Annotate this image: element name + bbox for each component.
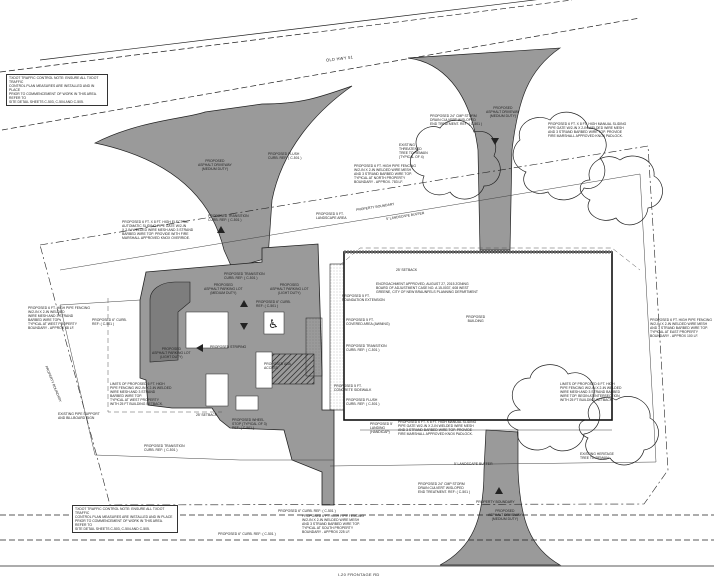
callout-parking-lot-a: PROPOSED ASPHALT PARKING LOT (MEDIUM DUT… bbox=[204, 283, 243, 295]
callout-gate-south: PROPOSED 6 FT. X 8 FT. HIGH MANUAL SLIDI… bbox=[398, 420, 477, 436]
fence-line bbox=[59, 173, 657, 467]
existing-trees bbox=[410, 111, 663, 466]
callout-transition-curb-c: PROPOSED TRANSITION CURB. REF: ( C-501 ) bbox=[346, 344, 387, 352]
driveway-north-left bbox=[93, 85, 353, 269]
callout-electric-gate: PROPOSED 6 FT. X 8 FT. HIGH ELECTRIC AUT… bbox=[122, 220, 194, 240]
label-landscape-buffer-bottom: 5' LANDSCAPE BUFFER bbox=[454, 462, 493, 466]
callout-driveway-right: PROPOSED ASPHALT DRIVEWAY (MEDIUM DUTY) bbox=[486, 106, 520, 118]
south-road-label: I-20 FRONTAGE RD bbox=[338, 572, 380, 577]
callout-fence-south: PROPOSED 6 FT. HIGH PIPE FENCING W/2-IN … bbox=[302, 514, 364, 534]
callout-transition-curb-d: PROPOSED TRANSITION CURB. REF: ( C-501 ) bbox=[144, 444, 185, 452]
callout-wheel-stop: PROPOSED WHEEL STOP (TYPICAL OF 3) REF: … bbox=[232, 418, 267, 430]
svg-text:♿: ♿ bbox=[268, 317, 279, 331]
callout-fence-east: PROPOSED 6 FT. HIGH PIPE FENCING W/2-IN … bbox=[650, 318, 712, 338]
parking-lot: ♿ bbox=[139, 243, 335, 506]
callout-curb-6in-bottom2: PROPOSED 6" CURB. REF: ( C-501 ) bbox=[218, 532, 276, 536]
north-road bbox=[0, 0, 641, 131]
driveway-north-right bbox=[407, 47, 562, 251]
callout-driveway-bottom: PROPOSED ASPHALT DRIVEWAY (MEDIUM DUTY) bbox=[488, 509, 522, 521]
callout-concrete-sidewalk: PROPOSED 5 FT. CONCRETE SIDEWALK bbox=[334, 384, 372, 392]
callout-covered-area: PROPOSED 5 FT. COVERED AREA (AWNING) bbox=[346, 318, 390, 326]
traffic-note-top: TXDOT TRAFFIC CONTROL NOTE: ENSURE ALL T… bbox=[6, 74, 108, 106]
callout-foundation-ext: PROPOSED 5 FT. FOUNDATION EXTENSION bbox=[342, 294, 385, 302]
callout-striping: PROPOSED STRIPING bbox=[210, 345, 247, 349]
label-property-boundary-bottom: PROPERTY BOUNDARY bbox=[476, 500, 515, 504]
callout-fence-west: PROPOSED 6 FT. HIGH PIPE FENCING W/2-IN … bbox=[28, 306, 90, 330]
callout-parking-lot-c: PROPOSED ASPHALT PARKING LOT (LIGHT DUTY… bbox=[152, 347, 191, 359]
callout-ada-access: PROPOSED ADA ACCESS bbox=[264, 362, 291, 370]
callout-curb-6in-bottom: PROPOSED 6" CURB. REF: ( C-501 ) bbox=[278, 509, 336, 513]
callout-encroachment: ENCROACHMENT APPROVED, AUGUST 27, 2015 Z… bbox=[376, 282, 478, 294]
callout-limits-fence-left: LIMITS OF PROPOSED 6 FT. HIGH PIPE FENCI… bbox=[110, 382, 172, 406]
driveway-south bbox=[439, 429, 562, 566]
callout-storm-culvert-top: PROPOSED 24" CMP STORM DRAIN CULVERT W/S… bbox=[430, 114, 483, 126]
callout-curb-6in: PROPOSED 6" CURB. REF: ( C-501 ) bbox=[256, 300, 291, 308]
callout-landing: PROPOSED 5' LANDING (HANDICAP) bbox=[370, 422, 393, 434]
callout-parking-lot-b: PROPOSED ASPHALT PARKING LOT (LIGHT DUTY… bbox=[270, 283, 309, 295]
setback-line bbox=[107, 247, 641, 413]
callout-heritage-tree: EXISTING HERITAGE TREE TO REMAIN bbox=[580, 452, 614, 460]
label-setback-left: 25' SETBACK bbox=[196, 413, 218, 417]
callout-curb-6in-left: PROPOSED 6" CURB. REF: ( C-501 ) bbox=[92, 318, 127, 326]
callout-existing-tree-top: EXISTING THREATENED TREE TO REMAIN (TYPI… bbox=[399, 143, 428, 159]
callout-storm-culvert-bottom: PROPOSED 24" CMP STORM DRAIN CULVERT W/S… bbox=[418, 482, 471, 494]
callout-landscape-area: PROPOSED 5 FT. LANDSCAPE AREA bbox=[316, 212, 347, 220]
callout-limits-fence-right: LIMITS OF PROPOSED 6 FT. HIGH PIPE FENCI… bbox=[560, 382, 622, 402]
callout-flush-curb-mid: PROPOSED FLUSH CURB. REF: ( C-501 ) bbox=[346, 398, 380, 406]
traffic-note-bottom: TXDOT TRAFFIC CONTROL NOTE: ENSURE ALL T… bbox=[72, 505, 178, 533]
callout-flush-curb-top: PROPOSED FLUSH CURB. REF: ( C-501 ) bbox=[268, 152, 302, 160]
property-boundary bbox=[39, 145, 669, 506]
callout-gate-right: PROPOSED 6 FT. X 8 FT. HIGH MANUAL SLIDI… bbox=[548, 122, 627, 138]
traffic-arrows bbox=[196, 138, 503, 494]
callout-transition-curb-a: PROPOSED TRANSITION CURB. REF: ( C-501 ) bbox=[208, 214, 249, 222]
proposed-building bbox=[329, 250, 613, 431]
callout-fence-north: PROPOSED 6 FT. HIGH PIPE FENCING W/2-IN … bbox=[354, 164, 416, 184]
callout-driveway-left: PROPOSED ASPHALT DRIVEWAY (MEDIUM DUTY) bbox=[198, 159, 232, 171]
label-setback-right: 25' SETBACK bbox=[396, 268, 418, 272]
callout-existing-pipe: EXISTING PIPE SUPPORT AND BILLBOARD SIGN bbox=[58, 412, 100, 420]
callout-building: PROPOSED BUILDING bbox=[466, 315, 486, 323]
callout-transition-curb-b: PROPOSED TRANSITION CURB. REF: ( C-501 ) bbox=[224, 272, 265, 280]
